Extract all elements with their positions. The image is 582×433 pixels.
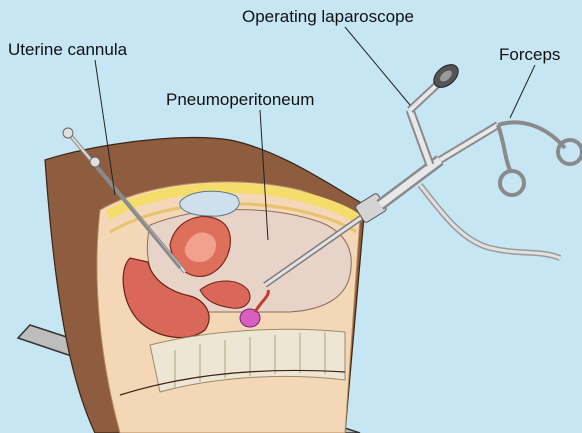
leader-forceps — [510, 65, 535, 118]
label-forceps: Forceps — [499, 45, 560, 65]
label-operating-laparoscope: Operating laparoscope — [242, 7, 414, 27]
patient-body — [45, 138, 365, 433]
leader-operating-laparoscope — [345, 27, 410, 105]
label-uterine-cannula: Uterine cannula — [8, 40, 127, 60]
label-pneumoperitoneum: Pneumoperitoneum — [166, 90, 314, 110]
